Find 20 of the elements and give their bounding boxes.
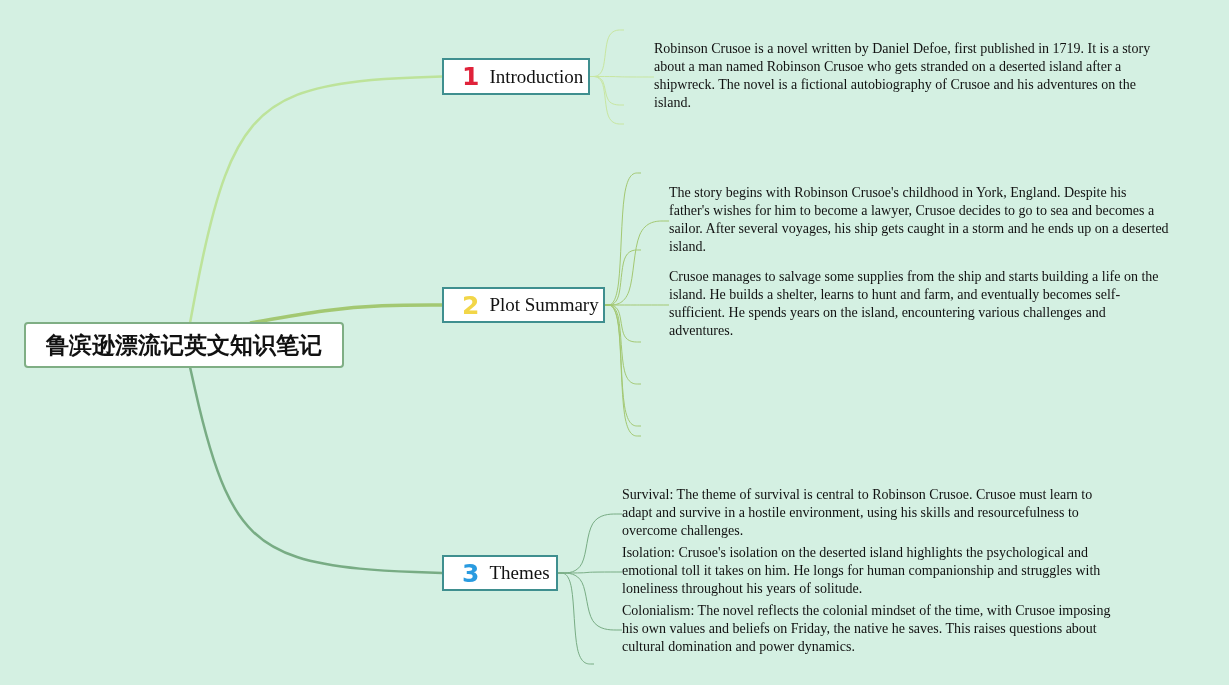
topic-label: Plot Summary [489, 294, 599, 316]
branch-line [188, 366, 443, 575]
branch-line [249, 303, 442, 325]
central-topic-box: 鲁滨逊漂流记英文知识笔记 [24, 322, 344, 368]
topic-box [442, 555, 558, 591]
topic-label: Themes [489, 562, 550, 584]
note-text: Colonialism: The novel reflects the colonial mindset of the time, with Crusoe imposing his own values and beliefs on Friday, the native he saves. This raises questions about cultural domination and power dynamics. [622, 602, 1119, 658]
note-text: Isolation: Crusoe's isolation on the deserted island highlights the psychological and emotional toll it takes on him. He longs for human companionship and struggles with loneliness throughout his years of solitude. [622, 544, 1119, 600]
note-text: Survival: The theme of survival is central to Robinson Crusoe. Crusoe must learn to adapt and survive in a hostile environment, using his skills and resourcefulness to overcome challenges. [622, 486, 1119, 542]
topic-box [442, 58, 590, 95]
number-marker: 3 [462, 560, 480, 586]
number-marker: 1 [462, 64, 480, 89]
branch-line [557, 572, 595, 665]
number-marker: 2 [462, 292, 480, 318]
note-text: Robinson Crusoe is a novel written by Daniel Defoe, first published in 1719. It is a story about a man named Robinson Crusoe who gets stranded on a deserted island after a shipwreck. The novel is a fictional autobiography of Crusoe and his adventures on the island. [654, 40, 1155, 114]
topic-box [442, 287, 605, 323]
branch-line [188, 75, 443, 324]
note-text: The story begins with Robinson Crusoe's childhood in York, England. Despite his father's wishes for him to become a lawyer, Crusoe decides to go to sea and becomes a sailor. After several voyages, his ship gets caught in a storm and he ends up on a deserted island. [669, 184, 1170, 258]
topic-label: Introduction [489, 65, 584, 88]
note-text: Crusoe manages to salvage some supplies from the ship and starts building a life on the island. He builds a shelter, learns to hunt and farm, and eventually becomes self-sufficient. He spends years on the island, encountering various challenges and adventures. [669, 268, 1170, 342]
